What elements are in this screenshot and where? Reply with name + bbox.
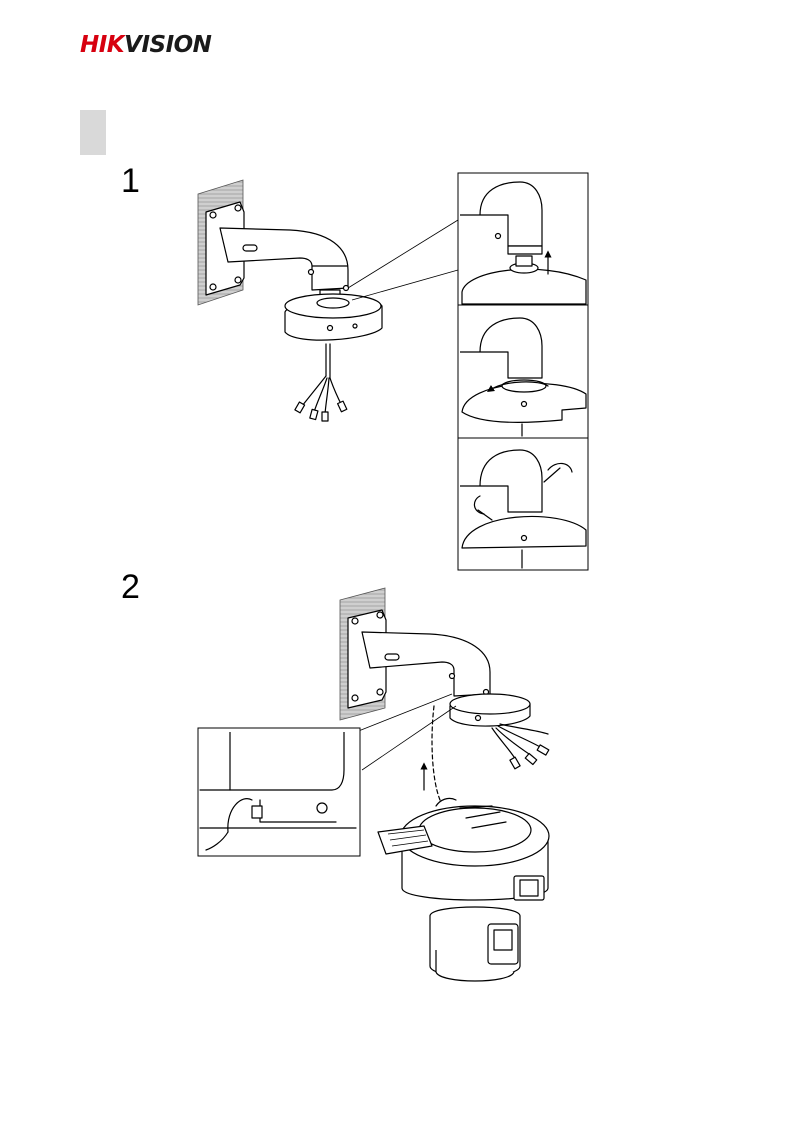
step2-ptz-camera xyxy=(378,798,549,981)
step1-mount-base xyxy=(285,294,382,421)
step1-wall-bracket xyxy=(198,180,349,305)
step2-mount-base xyxy=(450,694,549,769)
zoom-line-1b xyxy=(352,270,458,300)
step1-detail-lift xyxy=(458,173,588,305)
zoom-line-1a xyxy=(348,220,458,288)
zoom-line-2b xyxy=(362,706,456,770)
step1-detail-rotate xyxy=(458,305,588,438)
step2-detail-hook xyxy=(198,728,360,856)
step1-detail-screws xyxy=(458,438,588,570)
